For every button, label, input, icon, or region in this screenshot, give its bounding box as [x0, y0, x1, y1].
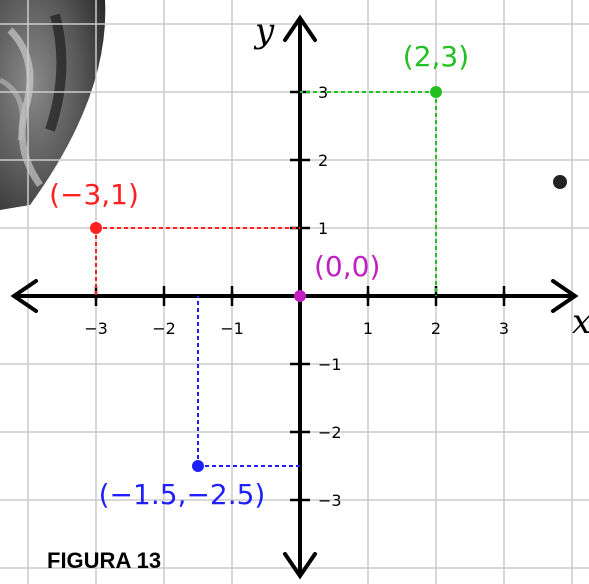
x-tick-label: −3: [84, 319, 108, 338]
y-tick-label: −2: [318, 423, 342, 442]
x-tick-label: 3: [499, 319, 509, 338]
y-axis-top-arrowhead: [283, 14, 317, 42]
y-tick-label: 1: [318, 219, 328, 238]
y-tick-label: −3: [318, 491, 342, 510]
y-tick-label: 3: [318, 83, 328, 102]
guide-lines: [95, 91, 437, 467]
point-labels: (2,3) (−3,1) (0,0) (−1.5,−2.5): [49, 40, 469, 511]
x-tick-label: 1: [363, 319, 373, 338]
y-axis-label: y: [253, 11, 275, 51]
data-point: [294, 290, 306, 302]
x-axis-left-arrowhead: [10, 279, 38, 313]
x-tick-label: 2: [431, 319, 441, 338]
point-label: (−1.5,−2.5): [99, 478, 266, 511]
data-points: [90, 86, 442, 472]
y-axis-bottom-arrowhead: [283, 552, 317, 580]
point-label: (2,3): [403, 40, 469, 73]
point-label: (−3,1): [49, 178, 139, 211]
tick-labels: −3 −2 −1 1 2 3 3 2 1 −1 −2 −3: [84, 83, 509, 510]
data-point: [430, 86, 442, 98]
figure-caption: FIGURA 13: [47, 548, 162, 573]
x-axis-label: x: [572, 302, 589, 342]
x-axis-right-arrowhead: [551, 279, 579, 313]
y-tick-label: 2: [318, 151, 328, 170]
bullet-point: [553, 175, 567, 189]
x-tick-label: −2: [152, 319, 176, 338]
y-tick-label: −1: [318, 355, 342, 374]
data-point: [192, 460, 204, 472]
point-label: (0,0): [314, 250, 380, 283]
x-tick-label: −1: [220, 319, 244, 338]
data-point: [90, 222, 102, 234]
